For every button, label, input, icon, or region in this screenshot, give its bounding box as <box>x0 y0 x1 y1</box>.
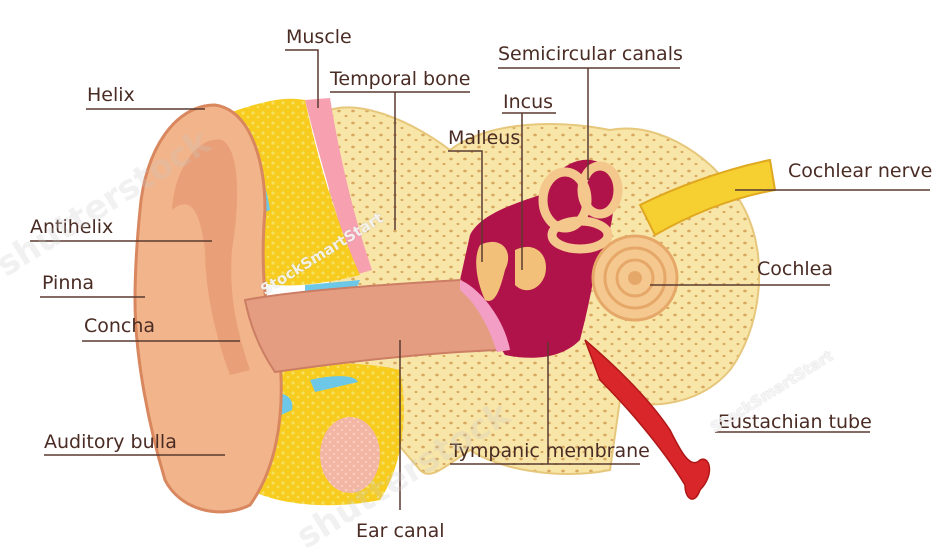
auditory-bulla-shape <box>320 417 380 493</box>
semicircular-canals-shape <box>538 161 623 254</box>
label-incus: Incus <box>503 91 554 113</box>
muscle-shape <box>305 98 372 275</box>
label-malleus: Malleus <box>448 127 521 149</box>
label-concha: Concha <box>84 315 156 337</box>
label-pinna: Pinna <box>42 272 95 294</box>
label-antihelix: Antihelix <box>30 216 114 238</box>
eustachian-tube-shape <box>584 339 711 500</box>
tympanic-membrane-shape <box>460 280 510 352</box>
malleus-shape <box>476 241 509 301</box>
label-eustachian-tube: Eustachian tube <box>718 411 872 433</box>
label-ear-canal: Ear canal <box>356 520 445 542</box>
label-semicircular-canals: Semicircular canals <box>498 43 683 65</box>
antihelix-shape <box>172 139 250 375</box>
pinna-shape <box>133 103 283 514</box>
leader-lines <box>30 49 930 510</box>
label-cochlear-nerve: Cochlear nerve <box>788 160 933 182</box>
label-helix: Helix <box>87 84 135 106</box>
label-muscle: Muscle <box>286 26 352 48</box>
cochlea-shape <box>591 234 679 322</box>
label-auditory-bulla: Auditory bulla <box>44 431 177 453</box>
label-tympanic-membrane: Tympanic membrane <box>450 440 650 462</box>
label-temporal-bone: Temporal bone <box>330 68 471 90</box>
label-cochlea: Cochlea <box>757 258 833 280</box>
